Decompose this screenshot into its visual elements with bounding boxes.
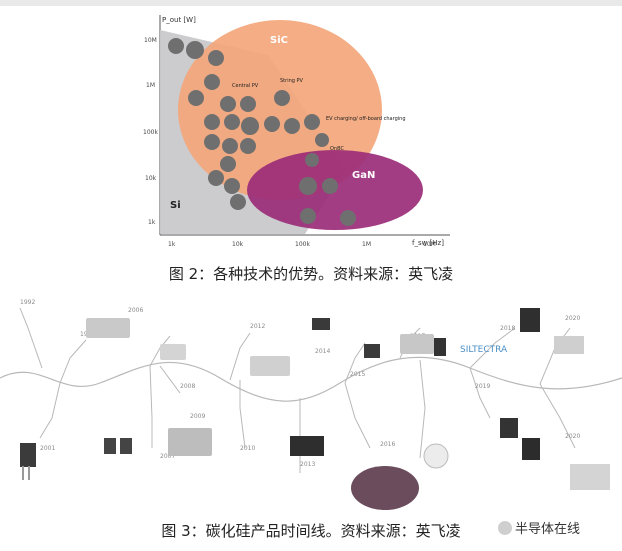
module-image (160, 344, 186, 360)
year-label: 2016 (380, 441, 395, 448)
year-label: 2007 (160, 453, 175, 460)
washing-machine-icon (230, 194, 246, 210)
server-rack-icon (322, 178, 338, 194)
year-label: 2009 (190, 413, 205, 420)
solar-panel-icon (240, 96, 256, 112)
lead (28, 466, 30, 480)
charger-icon (284, 118, 300, 134)
car-icon (305, 153, 319, 167)
module-image (570, 464, 610, 490)
lead (22, 466, 24, 480)
tv-icon (300, 208, 316, 224)
technology-advantage-chart: P_out [W] f_sw [Hz] 10M 1M 100k 10k 1k 1… (143, 15, 450, 248)
server-rack-icon (299, 177, 317, 195)
discrete-package-image (20, 443, 36, 467)
x-tick: 10k (232, 241, 244, 248)
discrete-package-image (434, 338, 446, 356)
obc-label: OnBC (330, 146, 344, 152)
discrete-package-image (104, 438, 116, 454)
x-tick: 1M (362, 241, 371, 248)
si-label: Si (170, 200, 181, 211)
module-image (250, 356, 290, 376)
year-label: 1992 (20, 299, 35, 306)
solar-panel-icon (274, 90, 290, 106)
year-label: 2015 (350, 371, 365, 378)
wechat-icon (498, 520, 512, 535)
application-icons (168, 38, 356, 226)
string-pv-label: String PV (280, 78, 304, 84)
y-axis-label: P_out [W] (162, 16, 196, 24)
tower-icon (168, 38, 184, 54)
year-label: 2019 (475, 383, 490, 390)
battery-icon (304, 114, 320, 130)
y-tick: 10M (144, 37, 157, 44)
figure-2-caption: 图 2：各种技术的优势。资料来源：英飞凌 (168, 265, 454, 283)
wind-turbine-icon (188, 90, 204, 106)
discrete-package-image (120, 438, 132, 454)
module-image (86, 318, 130, 338)
watermark-text: 半导体在线 (515, 522, 581, 537)
ups-icon (204, 134, 220, 150)
train-icon (208, 50, 224, 66)
product-images: SILTECTRA (20, 308, 610, 510)
ev-charging-label: EV charging/ off-board charging (326, 116, 406, 122)
year-label: 2006 (128, 307, 143, 314)
top-text-strip (0, 0, 622, 6)
sic-product-timeline: 1992 1998 2001 2006 2007 2008 2009 2010 … (0, 299, 622, 510)
discrete-package-image (312, 318, 330, 330)
x-tick: 1k (168, 241, 176, 248)
discrete-package-image (522, 438, 540, 460)
hvac-icon (208, 170, 224, 186)
siltectra-logo: SILTECTRA (460, 345, 508, 355)
year-label: 2013 (300, 461, 315, 468)
robot-arm-icon (220, 156, 236, 172)
year-label: 2001 (40, 445, 55, 452)
module-image (400, 334, 434, 354)
module-image (554, 336, 584, 354)
figure-3-caption: 图 3：碳化硅产品时间线。资料来源：英飞凌 (161, 522, 461, 540)
ups-icon (222, 138, 238, 154)
timeline-line (0, 356, 622, 402)
watermark: 半导体在线 (498, 518, 580, 537)
y-tick: 10k (145, 175, 157, 182)
ev-charger-icon (315, 133, 329, 147)
year-label: 2012 (250, 323, 265, 330)
module-image (290, 436, 324, 456)
discrete-package-image (520, 308, 540, 332)
server-icon (240, 138, 256, 154)
year-label: 2008 (180, 383, 195, 390)
y-tick: 1k (148, 219, 156, 226)
year-label: 2020 (565, 315, 580, 322)
year-label: 2014 (315, 348, 330, 355)
x-tick: 10M (423, 241, 436, 248)
y-tick: 1M (146, 82, 155, 89)
wafer-image (351, 466, 419, 510)
car-icon (264, 116, 280, 132)
gan-label: GaN (352, 170, 375, 181)
appliance-icon (224, 178, 240, 194)
year-label: 2020 (565, 433, 580, 440)
motor-icon (224, 114, 240, 130)
discrete-package-image (500, 418, 518, 438)
drive-icon (204, 114, 220, 130)
year-label: 2010 (240, 445, 255, 452)
monitor-icon (340, 210, 356, 226)
train-icon (186, 41, 204, 59)
module-image (168, 428, 212, 456)
wind-turbine-icon (204, 74, 220, 90)
sic-label: SiC (270, 35, 288, 46)
y-tick: 100k (143, 129, 158, 136)
solar-panel-icon (220, 96, 236, 112)
car-icon (241, 117, 259, 135)
discrete-package-image (364, 344, 380, 358)
central-pv-label: Central PV (232, 83, 259, 89)
x-tick: 100k (295, 241, 310, 248)
year-label: 2018 (500, 325, 515, 332)
coolsic-badge-image (423, 443, 449, 469)
x-axis-label: f_sw [Hz] (412, 239, 444, 247)
